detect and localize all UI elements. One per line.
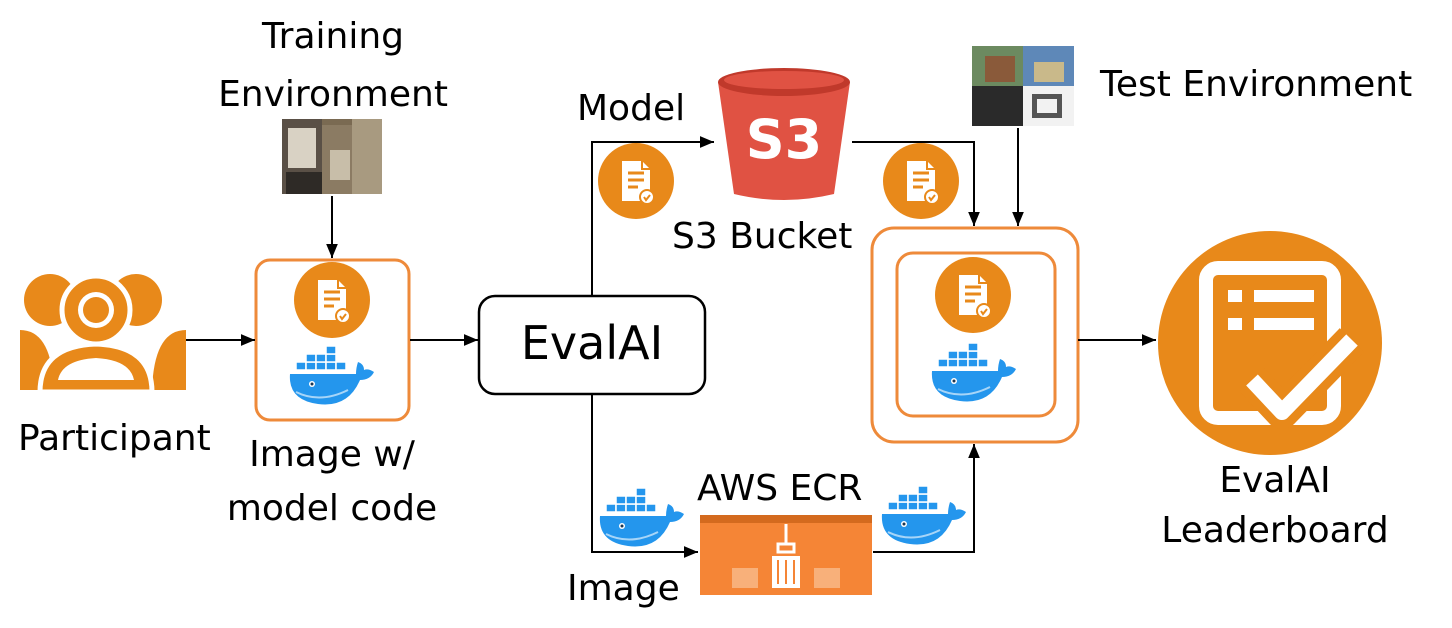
evalai-box xyxy=(477,294,707,396)
arrow-evalai-to-s3 xyxy=(591,136,714,295)
s3-logo-text: S3 xyxy=(745,108,823,171)
ecr-input-whale-icon xyxy=(598,487,685,548)
s3-output-document-icon xyxy=(881,141,961,221)
arrow-ecr-to-evaluation xyxy=(873,444,980,553)
test-environment-image xyxy=(972,46,1074,126)
image-label: Image xyxy=(567,568,680,609)
image-code-label-line2: model code xyxy=(226,488,438,529)
ecr-output-whale-icon xyxy=(880,485,967,546)
training-env-label-line1: Training xyxy=(261,16,405,57)
arrow-s3-to-evaluation xyxy=(852,141,980,226)
participant-label: Participant xyxy=(18,418,211,459)
leaderboard-label-line1: EvalAI xyxy=(1219,460,1331,501)
participant-icon xyxy=(20,273,186,395)
leaderboard-icon xyxy=(1158,231,1382,455)
image-code-label-line1: Image w/ xyxy=(249,434,415,475)
aws-ecr-label: AWS ECR xyxy=(697,468,863,509)
model-document-icon xyxy=(596,141,676,221)
training-env-label-line2: Environment xyxy=(218,74,448,115)
leaderboard-label-line2: Leaderboard xyxy=(1161,510,1389,551)
evaluation-document-icon xyxy=(933,255,1013,335)
aws-ecr-icon xyxy=(700,515,872,595)
arrows xyxy=(186,128,1156,558)
evalai-label: EvalAI xyxy=(520,316,664,370)
s3-bucket-icon xyxy=(718,68,850,200)
document-icon xyxy=(292,260,372,340)
s3-bucket-label: S3 Bucket xyxy=(672,216,853,257)
test-environment-label: Test Environment xyxy=(1100,64,1413,105)
model-label: Model xyxy=(577,88,686,129)
training-environment-image xyxy=(282,119,382,194)
arrow-evalai-to-ecr xyxy=(591,395,698,558)
